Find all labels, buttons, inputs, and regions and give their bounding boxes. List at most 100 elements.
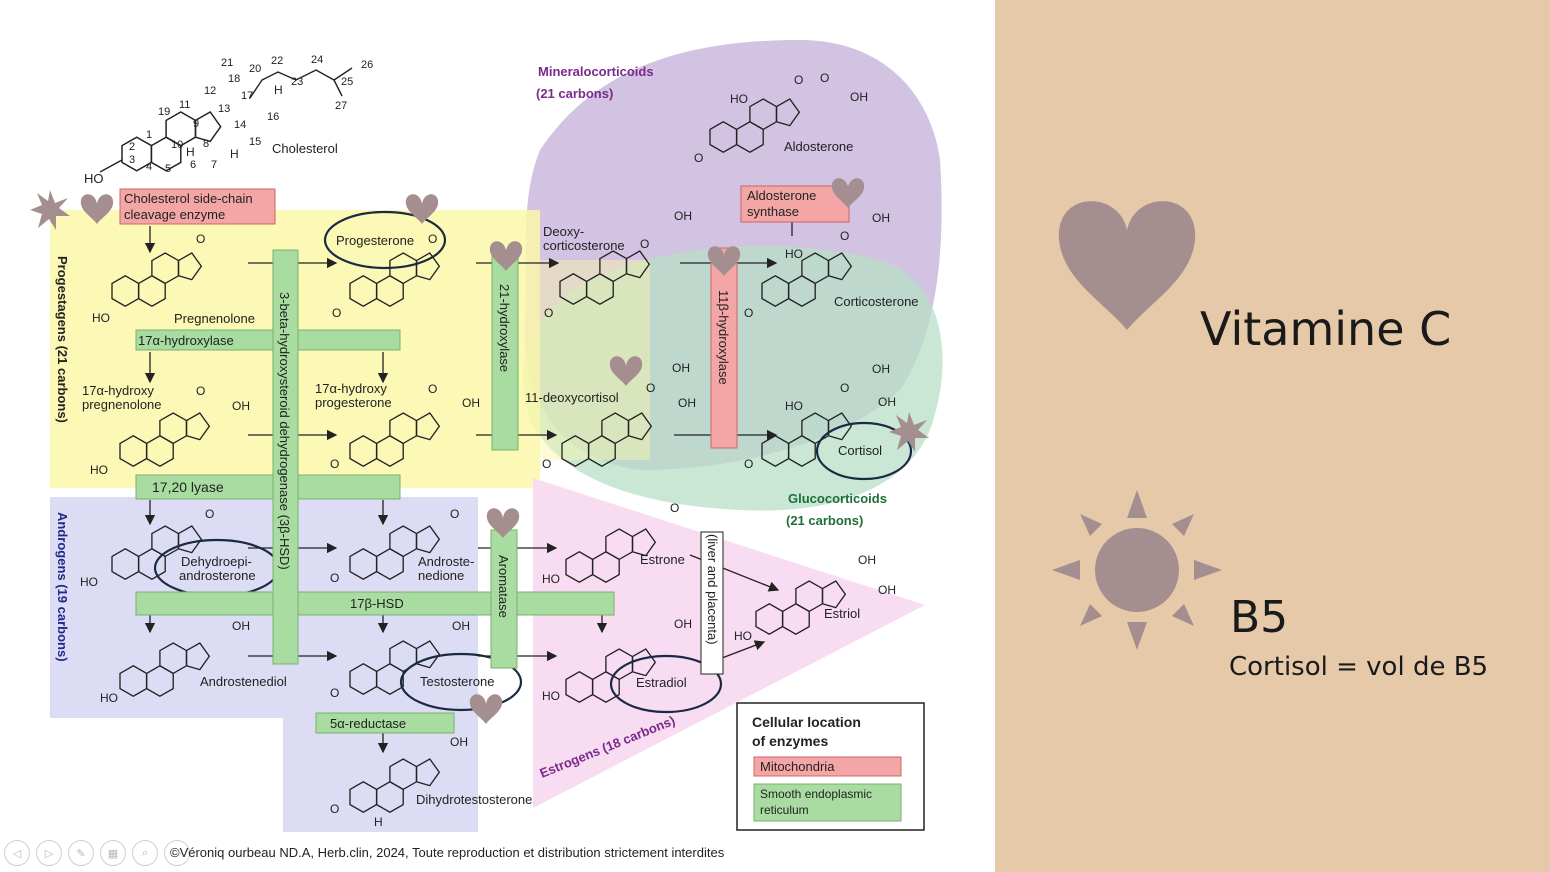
- svg-text:HO: HO: [734, 629, 752, 643]
- svg-text:HO: HO: [92, 311, 110, 325]
- svg-text:OH: OH: [672, 361, 690, 375]
- hydroxylase21-box: [491, 249, 519, 451]
- dhea-label-1: Dehydroepi-: [181, 554, 252, 569]
- aldo-synthase-label-1: Aldosterone: [747, 188, 816, 203]
- cholesterol-ho: HO: [84, 171, 104, 186]
- svg-text:OH: OH: [674, 209, 692, 223]
- svg-text:OH: OH: [232, 619, 250, 633]
- svg-text:22: 22: [271, 55, 283, 67]
- glucocorticoids-label: Glucocorticoids: [788, 491, 887, 506]
- legend-mito-label: Mitochondria: [760, 759, 835, 774]
- svg-text:24: 24: [311, 54, 323, 66]
- estrone-label: Estrone: [640, 552, 685, 567]
- androgens-label: Androgens (19 carbons): [55, 512, 70, 662]
- hydroxylase17-box: [135, 329, 401, 351]
- svg-text:O: O: [330, 457, 339, 471]
- svg-text:18: 18: [228, 73, 240, 85]
- svg-text:O: O: [428, 232, 437, 246]
- atom-labels: O HO O O OH O O OH O HO O OH O O HO O O …: [80, 71, 896, 829]
- pen-tool-button[interactable]: ✎: [68, 840, 94, 866]
- zoom-button[interactable]: ⌕: [132, 840, 158, 866]
- deoxycortisol-label: 11-deoxycortisol: [525, 390, 619, 405]
- svg-text:O: O: [544, 306, 553, 320]
- lyase-label: 17,20 lyase: [152, 479, 224, 495]
- aldo-synthase-box: [740, 185, 850, 223]
- androstenedione-label-2: nedione: [418, 568, 464, 583]
- reductase-box: [315, 712, 455, 734]
- svg-text:2: 2: [129, 141, 135, 153]
- scc-enzyme-box: [119, 188, 276, 225]
- oh-pregnenolone-label-2: pregnenolone: [82, 397, 162, 412]
- svg-text:OH: OH: [462, 396, 480, 410]
- copyright-notice: ©Véroniq ourbeau ND.A, Herb.clin, 2024, …: [170, 845, 725, 860]
- testosterone-label: Testosterone: [420, 674, 494, 689]
- pregnenolone-label: Pregnenolone: [174, 311, 255, 326]
- reductase-label: 5α-reductase: [330, 716, 406, 731]
- svg-text:O: O: [694, 151, 703, 165]
- svg-text:O: O: [330, 686, 339, 700]
- svg-text:23: 23: [291, 76, 303, 88]
- svg-text:O: O: [744, 457, 753, 471]
- cholesterol-label: Cholesterol: [272, 141, 338, 156]
- hsd17b-label: 17β-HSD: [350, 596, 404, 611]
- svg-text:6: 6: [190, 159, 196, 171]
- next-slide-button[interactable]: ▷: [36, 840, 62, 866]
- liver-label: (liver and placenta): [705, 534, 720, 645]
- estradiol-label: Estradiol: [636, 675, 687, 690]
- svg-text:HO: HO: [542, 572, 560, 586]
- svg-text:O: O: [205, 507, 214, 521]
- svg-text:1: 1: [146, 129, 152, 141]
- svg-text:O: O: [744, 306, 753, 320]
- hsd3b-label: 3-beta-hydroxysteroid dehydrogenase (3β-…: [277, 292, 292, 570]
- svg-text:10: 10: [171, 139, 183, 151]
- svg-text:OH: OH: [872, 362, 890, 376]
- svg-text:7: 7: [211, 159, 217, 171]
- progestagens-label: Progestagens (21 carbons): [55, 256, 70, 423]
- hsd3b-box: [272, 249, 299, 665]
- hydroxylase17-label: 17α-hydroxylase: [138, 333, 234, 348]
- svg-text:OH: OH: [452, 619, 470, 633]
- androgen-region: [50, 497, 478, 832]
- cortisol-label: Cortisol: [838, 443, 882, 458]
- svg-text:15: 15: [249, 136, 261, 148]
- svg-text:OH: OH: [850, 90, 868, 104]
- svg-text:HO: HO: [785, 247, 803, 261]
- cholesterol-h1: H: [186, 145, 195, 159]
- svg-text:O: O: [840, 381, 849, 395]
- liver-box: [700, 531, 724, 675]
- svg-text:OH: OH: [674, 617, 692, 631]
- legend-er-label-1: Smooth endoplasmic: [760, 787, 872, 801]
- previous-slide-button[interactable]: ◁: [4, 840, 30, 866]
- aldo-synthase-label-2: synthase: [747, 204, 799, 219]
- glucocorticoids-sublabel: (21 carbons): [786, 513, 863, 528]
- svg-text:OH: OH: [878, 395, 896, 409]
- svg-text:O: O: [330, 571, 339, 585]
- svg-text:O: O: [332, 306, 341, 320]
- svg-text:OH: OH: [450, 735, 468, 749]
- mineralocorticoids-sublabel: (21 carbons): [536, 86, 613, 101]
- svg-text:11: 11: [179, 99, 190, 111]
- svg-text:OH: OH: [678, 396, 696, 410]
- svg-text:O: O: [330, 802, 339, 816]
- heart-icon: [1058, 201, 1196, 330]
- svg-text:O: O: [840, 229, 849, 243]
- cholesterol-h3: H: [274, 83, 283, 97]
- legend-mito-swatch: [753, 756, 902, 777]
- svg-text:O: O: [450, 507, 459, 521]
- b5-label: B5: [1230, 592, 1289, 643]
- steroidogenesis-diagram: Mineralocorticoids (21 carbons) Glucocor…: [30, 40, 943, 832]
- slides-view-button[interactable]: ▦: [100, 840, 126, 866]
- svg-text:20: 20: [249, 63, 261, 75]
- svg-text:HO: HO: [730, 92, 748, 106]
- side-panel: Vitamine C B5 Cortisol = vol de B5: [995, 0, 1550, 872]
- svg-text:16: 16: [267, 111, 279, 123]
- deoxycorticosterone-label-1: Deoxy-: [543, 224, 584, 239]
- svg-text:HO: HO: [100, 691, 118, 705]
- svg-text:8: 8: [203, 138, 209, 150]
- svg-text:O: O: [542, 457, 551, 471]
- aldosterone-label: Aldosterone: [784, 139, 853, 154]
- svg-text:3: 3: [129, 154, 135, 166]
- legend-er-label-2: reticulum: [760, 803, 809, 817]
- more-options-button[interactable]: ⋯: [164, 840, 190, 866]
- estrogen-region: [533, 478, 925, 808]
